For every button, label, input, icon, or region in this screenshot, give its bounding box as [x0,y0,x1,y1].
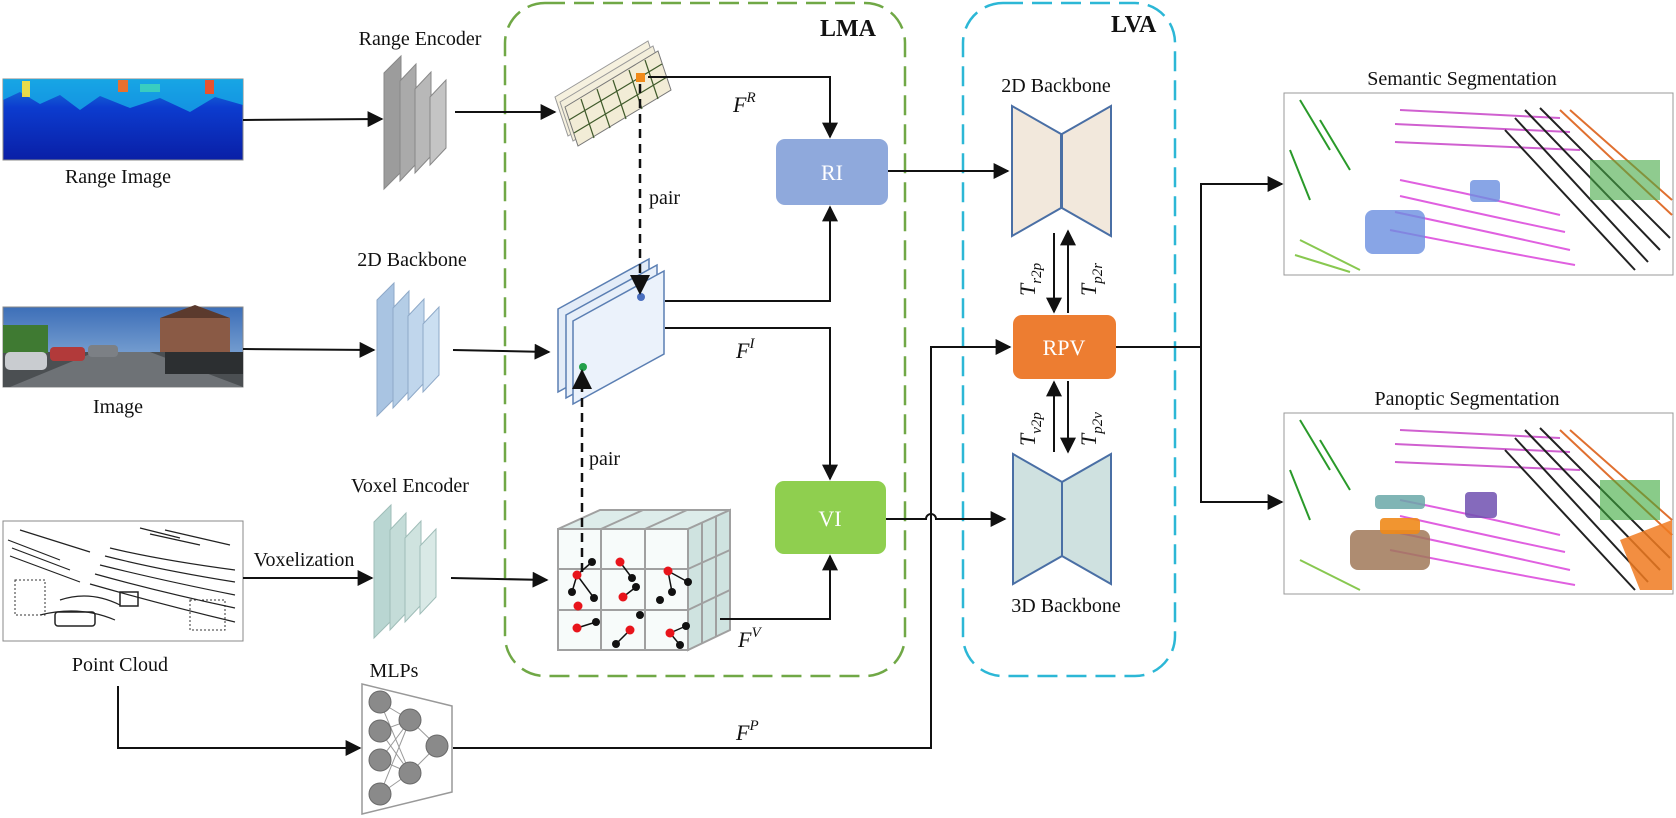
backbone-2d-encoder-block [376,281,440,418]
vi-block-label: VI [818,506,841,531]
transform-r2p-label: Tr2p [1015,262,1045,296]
panoptic-segmentation-thumbnail [1283,412,1674,595]
lva-backbone-3d-label: 3D Backbone [1011,595,1121,617]
feature-fi-label: FI [735,336,755,363]
backbone-2d-encoder-label: 2D Backbone [357,249,467,271]
image-feature-planes [557,257,665,406]
point-cloud-label: Point Cloud [72,654,168,676]
image-label: Image [93,396,143,418]
range-image-thumbnail [2,78,244,161]
voxel-points [568,557,692,649]
feature-fp-label: FP [735,718,759,745]
transform-p2v-label: Tp2v [1076,412,1106,446]
ri-block [776,139,888,205]
lva-title: LVA [1111,12,1157,38]
feature-fr-label: FR [732,90,756,117]
semantic-segmentation-thumbnail [1283,92,1674,276]
range-encoder-label: Range Encoder [359,28,482,50]
vi-block [775,481,886,554]
panoptic-segmentation-label: Panoptic Segmentation [1375,388,1560,410]
mlps-block [361,683,453,815]
mlps-label: MLPs [370,660,419,682]
lma-module-border [503,1,907,678]
pair-label-bottom: pair [589,448,620,470]
voxel-encoder-label: Voxel Encoder [351,475,469,497]
point-cloud-thumbnail [2,520,244,642]
camera-image-thumbnail [2,305,244,388]
range-encoder-block [383,54,447,191]
transform-p2r-label: Tp2r [1076,263,1106,296]
transform-v2p-label: Tv2p [1015,412,1045,446]
lva-backbone-2d-label: 2D Backbone [1001,75,1111,97]
rpv-block [1013,315,1116,379]
range-feature-grid [554,40,672,147]
ri-block-label: RI [821,160,843,185]
pair-label-top: pair [649,187,680,209]
connections [117,76,1284,756]
range-image-label: Range Image [65,166,171,188]
voxel-encoder-block [373,503,437,640]
lva-backbone-2d-shape [1011,104,1112,238]
lva-module-border [961,1,1177,678]
lma-title: LMA [820,16,877,42]
voxelization-label: Voxelization [254,549,355,571]
semantic-segmentation-label: Semantic Segmentation [1367,68,1556,90]
voxel-feature-cube [557,508,731,652]
rpv-block-label: RPV [1043,335,1086,360]
lva-backbone-3d-shape [1012,452,1112,586]
feature-fv-label: FV [737,625,762,652]
